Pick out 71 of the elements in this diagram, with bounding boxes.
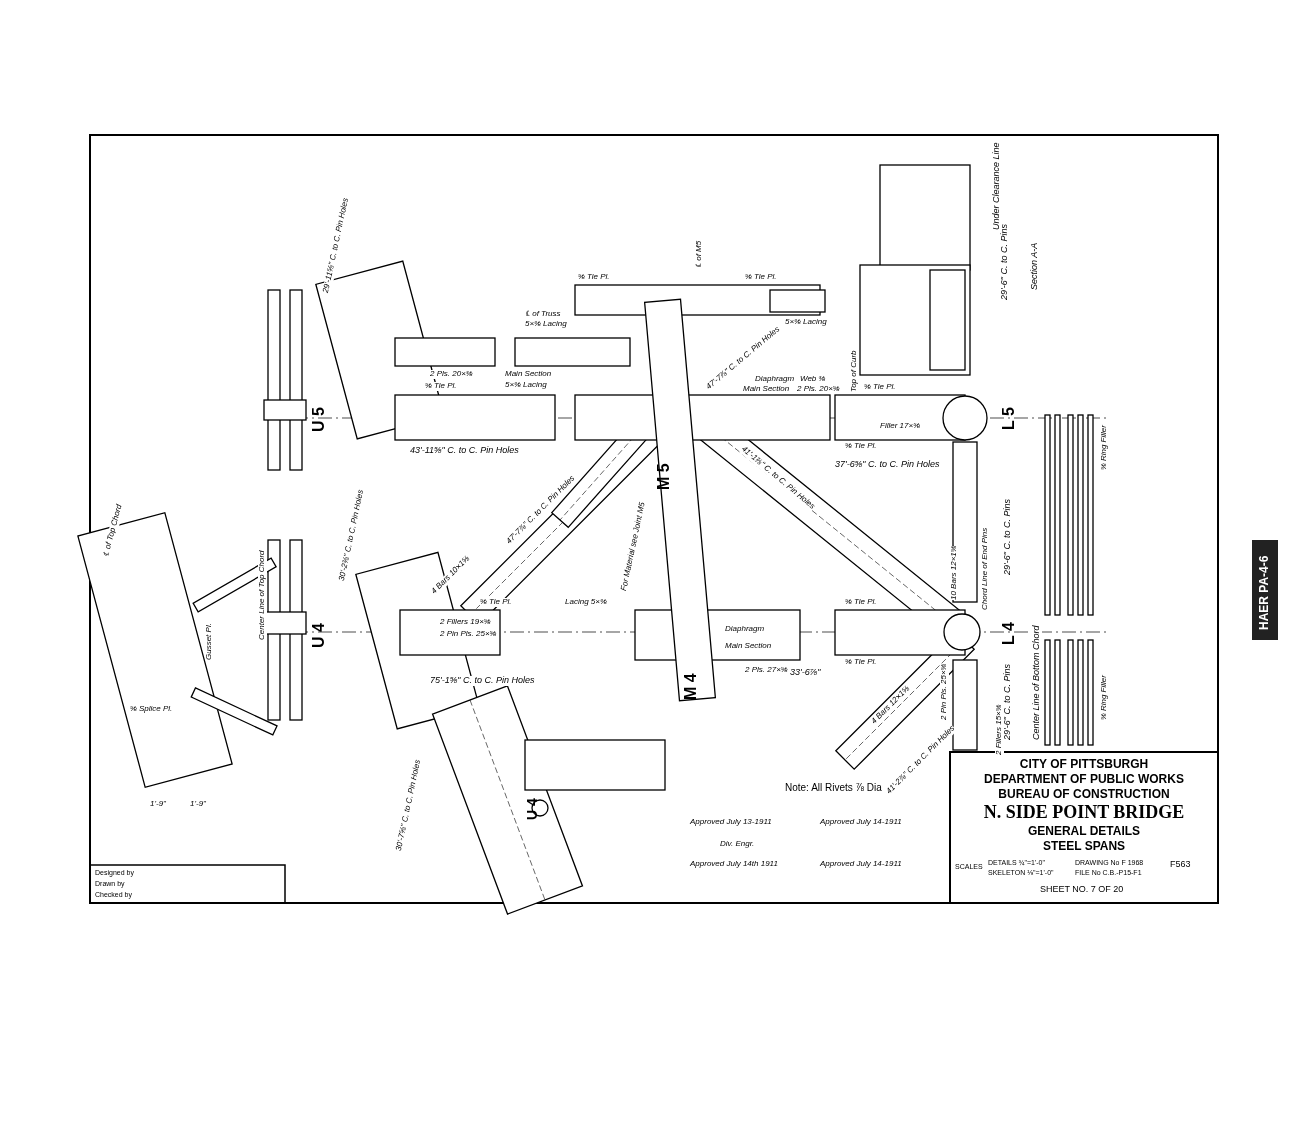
- joint-label: M 5: [655, 463, 673, 490]
- joint-label: M 4: [682, 673, 700, 700]
- member-label: ⅝ Ring Filler: [1100, 675, 1109, 720]
- approval-text: Approved July 13-1911: [690, 818, 772, 827]
- member-label: 2 Pin Pls. 25×⅝: [940, 663, 949, 720]
- title-block-text: N. SIDE POINT BRIDGE: [982, 803, 1186, 823]
- member-label: 10 Bars 12×1⅝: [950, 545, 959, 600]
- joint-label: U 4: [310, 623, 328, 648]
- member-label: ⅝ Tie Pl.: [745, 273, 777, 282]
- approval-text: Approved July 14th 1911: [690, 860, 778, 869]
- note-text: Note: All Rivets ⅞ Dia: [785, 782, 882, 793]
- member-label: 2 Fillers 19×⅝: [440, 618, 491, 627]
- dimension-label: 29'-6" C. to C. Pins: [1003, 664, 1013, 740]
- member-label: Center Line of Bottom Chord: [1032, 625, 1042, 740]
- member-label: Main Section: [725, 642, 772, 651]
- member-label: 1'-9": [150, 800, 166, 809]
- member-label: Diaphragm: [755, 375, 795, 384]
- member-label: 2 Fillers 15×⅝: [995, 704, 1004, 755]
- member-label: Gusset Pl.: [205, 623, 214, 660]
- member-label: Top of Curb: [850, 350, 859, 392]
- approval-text: Approved July 14-1911: [820, 818, 902, 827]
- joint-label: U 4: [525, 798, 541, 820]
- member-label: 2 Pin Pls. 25×⅝: [440, 630, 497, 639]
- member-label: 5×⅜ Lacing: [785, 318, 827, 327]
- approval-text: Div. Engr.: [720, 840, 755, 849]
- member-label: 5×⅜ Lacing: [525, 320, 567, 329]
- member-label: 2 Pls. 27×⅝: [745, 666, 788, 675]
- member-label: 2 Pls. 20×⅜: [430, 370, 473, 379]
- member-label: ⅝ Splice Pl.: [130, 705, 173, 714]
- member-label: ⅝ Tie Pl.: [864, 383, 896, 392]
- member-label: Section A-A: [1030, 242, 1040, 290]
- member-label: ℄ of M5: [695, 240, 704, 268]
- member-label: 1'-9": [190, 800, 206, 809]
- title-block-text: DEPARTMENT OF PUBLIC WORKS: [983, 773, 1185, 787]
- dimension-label: 33'-6⅞": [790, 668, 821, 678]
- member-label: Lacing 5×⅜: [565, 598, 607, 607]
- member-label: ⅝ Tie Pl.: [845, 658, 877, 667]
- member-label: Filler 17×⅝: [880, 422, 920, 431]
- member-label: Diaphragm: [725, 625, 765, 634]
- member-label: ⅝ Tie Pl.: [578, 273, 610, 282]
- dimension-label: 37'-6⅝" C. to C. Pin Holes: [835, 460, 940, 470]
- member-label: 2 Pls. 20×⅝: [797, 385, 840, 394]
- title-block-text: STEEL SPANS: [1041, 840, 1127, 854]
- dimension-label: 30'-7⅝" C. to C. Pin Holes: [395, 759, 423, 852]
- dimension-label: 43'-11⅝" C. to C. Pin Holes: [410, 446, 519, 456]
- member-label: ⅝ Tie Pl.: [845, 598, 877, 607]
- title-block-text: F563: [1170, 860, 1191, 870]
- member-label: Web ⅜: [800, 375, 826, 384]
- member-label: 5×⅜ Lacing: [505, 381, 547, 390]
- member-label: ⅝ Tie Pl.: [845, 442, 877, 451]
- member-label: Main Section: [505, 370, 552, 379]
- member-label: ⅝ Tie Pl.: [480, 598, 512, 607]
- member-label: ⅝ Tie Pl.: [425, 382, 457, 391]
- member-label: Center Line of Top Chord: [258, 550, 267, 640]
- member-label: ⅝ Ring Filler: [1100, 425, 1109, 470]
- archive-stamp-text: HAER PA-4-6: [1258, 555, 1272, 630]
- joint-label: L 4: [1000, 622, 1018, 645]
- member-label: ℄ of Truss: [525, 310, 561, 319]
- dimension-label: 75'-1⅝" C. to C. Pin Holes: [430, 676, 535, 686]
- dimension-label: 29'-6" C. to C. Pins: [1000, 224, 1010, 300]
- member-label: Chord Line of End Pins: [981, 527, 990, 610]
- member-label: Under Clearance Line: [992, 142, 1002, 230]
- dimension-label: 29'-6" C. to C. Pins: [1003, 499, 1013, 575]
- member-label: Main Section: [743, 385, 790, 394]
- title-block-text: CITY OF PITTSBURGH: [1018, 758, 1150, 772]
- title-block-text: SHEET NO. 7 OF 20: [1040, 885, 1124, 895]
- title-block-text: BUREAU OF CONSTRUCTION: [997, 788, 1171, 802]
- approval-text: Approved July 14-1911: [820, 860, 902, 869]
- joint-label: U 5: [310, 407, 328, 432]
- title-block-text: GENERAL DETAILS: [1026, 825, 1142, 839]
- joint-label: L 5: [1000, 407, 1018, 430]
